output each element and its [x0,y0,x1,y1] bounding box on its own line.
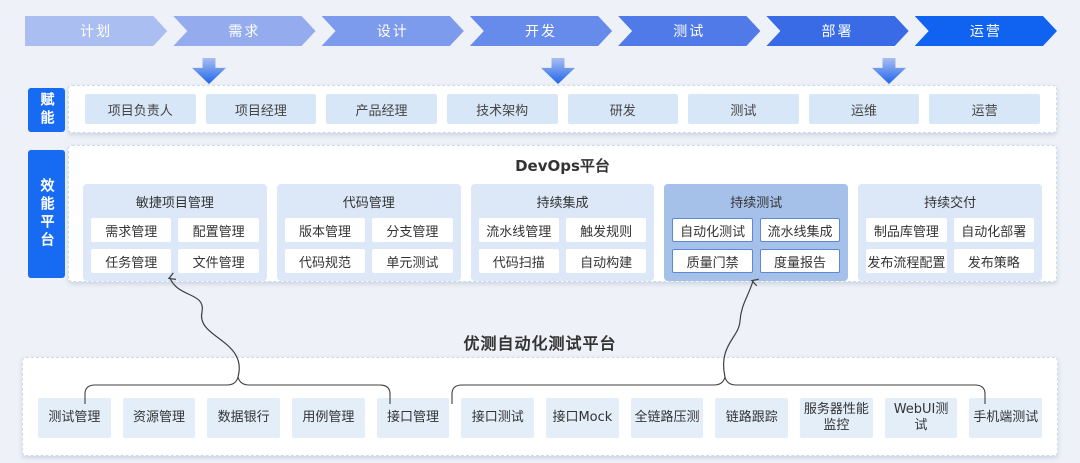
feature-item: 分支管理 [372,218,453,242]
utest-item: 测试管理 [38,398,111,438]
utest-item: 全链路压测 [630,398,704,438]
role-chip: 项目经理 [205,94,317,124]
group-items: 自动化测试流水线集成质量门禁度量报告 [672,218,841,273]
group-items: 制品库管理自动化部署发布流程配置发布策略 [866,218,1034,273]
down-arrow-icon [872,58,906,84]
role-chip: 研发 [567,94,679,124]
role-chip: 项目负责人 [85,94,196,124]
feature-item: 自动化测试 [672,218,753,242]
feature-item: 版本管理 [284,218,366,242]
feature-item: 代码扫描 [478,249,559,273]
feature-item: 流水线管理 [478,218,559,242]
utest-item: 资源管理 [122,398,196,438]
role-chip: 测试 [688,94,799,124]
feature-item: 触发规则 [565,218,647,242]
utest-item: 手机端测试 [969,398,1043,438]
down-arrow-icon [192,58,226,84]
devops-title: DevOps平台 [515,157,610,175]
feature-item: 代码规范 [284,249,366,273]
feature-group: 持续交付制品库管理自动化部署发布流程配置发布策略 [858,184,1042,281]
feature-item: 自动构建 [565,249,647,273]
feature-group: 敏捷项目管理需求管理配置管理任务管理文件管理 [83,184,267,281]
feature-item: 流水线集成 [759,218,841,242]
utest-item: 服务器性能监控 [800,398,873,438]
utest-item: 链路跟踪 [715,398,789,438]
utest-item: 数据银行 [207,398,281,438]
feature-group: 代码管理版本管理分支管理代码规范单元测试 [276,184,461,281]
utest-platform-title: 优测自动化测试平台 [463,334,617,353]
stage-chevron: 计划 [25,16,167,46]
utest-item: 接口Mock [546,398,619,438]
group-title: 持续集成 [536,196,589,211]
devops-panel: DevOps平台 敏捷项目管理需求管理配置管理任务管理文件管理代码管理版本管理分… [68,145,1057,282]
group-title: 持续交付 [924,196,977,211]
utest-item: 接口测试 [461,398,535,438]
feature-item: 度量报告 [759,249,841,273]
feature-item: 任务管理 [91,249,172,273]
feature-item: 自动化部署 [953,218,1034,242]
utest-item: 用例管理 [292,398,365,438]
utest-item: 接口管理 [376,398,450,438]
empower-panel: 项目负责人项目经理产品经理技术架构研发测试运维运营 [68,85,1057,133]
devops-groups-row: 敏捷项目管理需求管理配置管理任务管理文件管理代码管理版本管理分支管理代码规范单元… [69,176,1056,281]
stage-chevron: 部署 [766,16,908,46]
role-chip: 产品经理 [326,94,437,124]
group-title: 敏捷项目管理 [135,196,214,211]
group-items: 需求管理配置管理任务管理文件管理 [91,218,259,273]
group-title: 持续测试 [730,196,783,211]
stage-chevron: 设计 [322,16,464,46]
process-flow: 计划需求设计开发测试部署运营 [25,16,1057,46]
feature-group: 持续集成流水线管理触发规则代码扫描自动构建 [470,184,655,281]
group-title: 代码管理 [342,196,395,211]
feature-item: 文件管理 [178,249,259,273]
role-chip: 运营 [929,94,1040,124]
feature-item: 配置管理 [178,218,259,242]
stage-chevron: 需求 [173,16,315,46]
utest-items-row: 测试管理资源管理数据银行用例管理接口管理接口测试接口Mock 全链路压测链路跟踪服… [38,398,1043,438]
stage-chevron: 运营 [915,16,1057,46]
devops-platform-label: 效能平台 [28,150,65,278]
down-arrow-icon [541,58,575,84]
role-chip: 运维 [808,94,920,124]
feature-item: 制品库管理 [866,218,947,242]
feature-item: 单元测试 [372,249,453,273]
group-items: 流水线管理触发规则代码扫描自动构建 [478,218,647,273]
feature-item: 质量门禁 [672,249,753,273]
group-items: 版本管理分支管理代码规范单元测试 [284,218,453,273]
feature-item: 发布流程配置 [866,249,947,273]
utest-item: WebUI测试 [884,398,958,438]
empower-label: 赋能 [28,88,65,132]
stage-chevron: 测试 [618,16,760,46]
feature-group: 持续测试自动化测试流水线集成质量门禁度量报告 [664,184,849,281]
feature-item: 需求管理 [91,218,172,242]
feature-item: 发布策略 [953,249,1034,273]
role-chip: 技术架构 [446,94,558,124]
stage-chevron: 开发 [470,16,612,46]
